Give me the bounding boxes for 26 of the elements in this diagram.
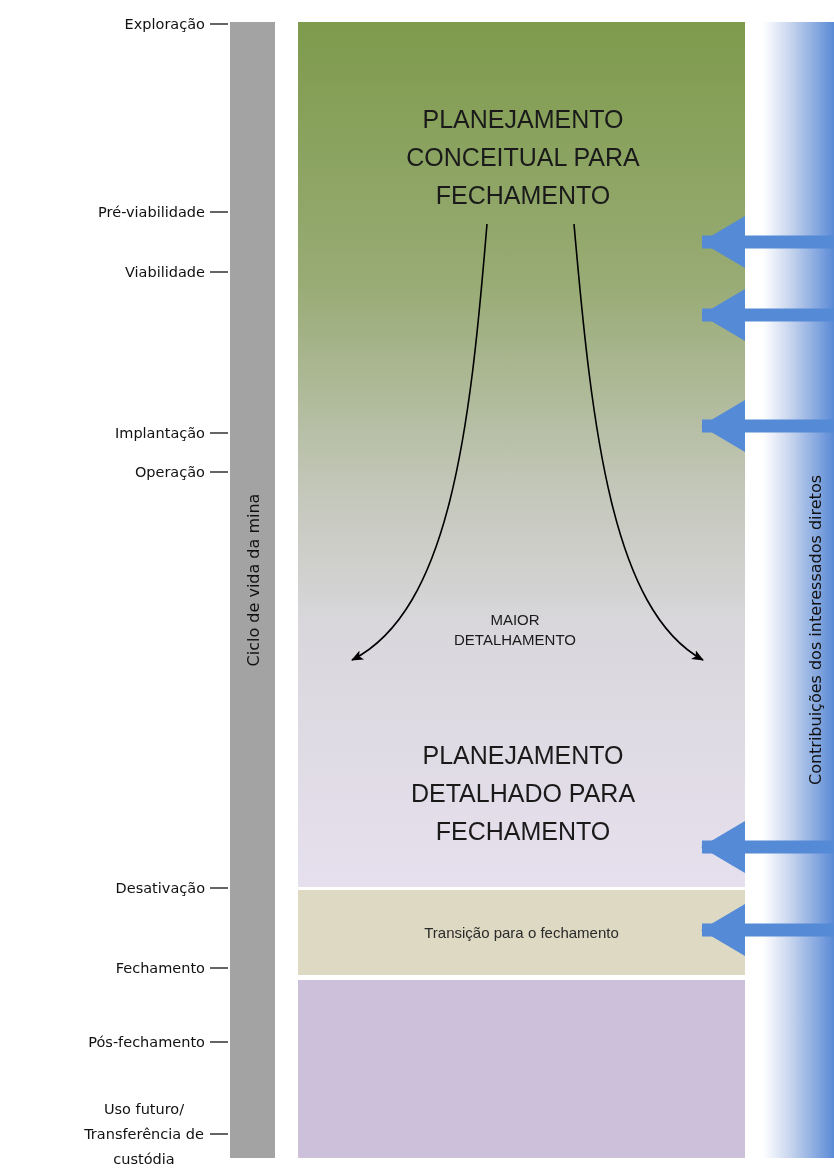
post-closure-box	[298, 980, 745, 1158]
input-arrow	[701, 216, 834, 268]
input-arrow	[701, 821, 834, 873]
stage-label: Fechamento	[115, 958, 205, 978]
planning-panel	[298, 22, 745, 887]
vertical-label: Ciclo de vida da mina	[243, 493, 262, 667]
phase-heading: PLANEJAMENTO DETALHADO PARA FECHAMENTO	[409, 740, 637, 847]
stage-label: Pré-viabilidade	[98, 202, 205, 222]
input-arrow	[701, 400, 834, 452]
stage-label: Implantação	[115, 423, 205, 443]
annotation-text: MAIOR DETALHAMENTO	[453, 610, 577, 650]
input-arrow	[701, 289, 834, 341]
phase-heading: PLANEJAMENTO CONCEITUAL PARA FECHAMENTO	[405, 104, 641, 211]
stage-label: Operação	[134, 462, 205, 482]
lifecycle-bar	[230, 22, 275, 1158]
vertical-label: Contribuições dos interessados diretos	[805, 475, 825, 785]
transition-box	[298, 890, 745, 975]
curved-arrow	[573, 223, 704, 661]
input-arrow	[701, 904, 834, 956]
stage-label: Desativação	[115, 878, 205, 898]
stage-label: Viabilidade	[124, 262, 205, 282]
curved-arrow	[351, 223, 488, 661]
box-label: Transição para o fechamento	[423, 922, 620, 943]
stage-label: Exploração	[124, 14, 205, 34]
stage-label: Uso futuro/ Transferência de custódia	[83, 1099, 205, 1169]
stage-label: Pós-fechamento	[88, 1032, 205, 1052]
